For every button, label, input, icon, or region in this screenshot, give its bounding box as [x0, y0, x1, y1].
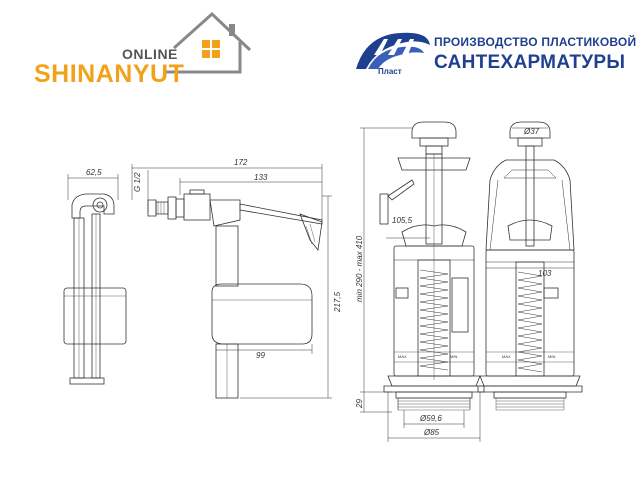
- dim-body: 103: [538, 269, 552, 278]
- dim-float-length: 99: [256, 351, 265, 360]
- dim-total-length: 172: [234, 158, 248, 167]
- drain-valve-section-view: [360, 121, 485, 442]
- mark-max-left: MAX: [398, 354, 407, 359]
- dim-diameter-inner: Ø59,6: [419, 414, 442, 423]
- house-logo-icon: [166, 11, 252, 74]
- mark-max-right: MAX: [502, 354, 511, 359]
- fill-valve-front-view: [131, 164, 332, 399]
- emblem-text: Пласт: [378, 67, 402, 76]
- mark-min-left: MIN: [450, 354, 457, 359]
- manufacturer-logo: Пласт ПРОИЗВОДСТВО ПЛАСТИКОВОЙ САНТЕХАРМ…: [352, 20, 637, 90]
- dim-height: 217,5: [333, 291, 342, 313]
- dim-thread: G 1/2: [133, 172, 142, 192]
- logo-online-text: ONLINE: [122, 46, 178, 62]
- manufacturer-line1: ПРОИЗВОДСТВО ПЛАСТИКОВОЙ: [434, 35, 637, 49]
- mark-min-right: MIN: [548, 354, 555, 359]
- manufacturer-emblem-icon: [356, 32, 430, 69]
- drain-valve-front-view: [477, 121, 583, 411]
- dim-button: Ø37: [523, 127, 540, 136]
- fill-valve-side-view: [63, 174, 127, 385]
- shinanyut-logo: ONLINE SHINANYUT: [26, 10, 256, 90]
- dim-arm-length: 133: [254, 173, 268, 182]
- dim-width-small: 62,5: [86, 168, 102, 177]
- dim-lower: 29: [355, 399, 364, 409]
- manufacturer-line2: САНТЕХАРМАТУРЫ: [434, 52, 626, 73]
- dim-diameter-outer: Ø85: [423, 428, 440, 437]
- dim-height-range: min 290 - max 410: [355, 235, 364, 302]
- dim-stroke: 105,5: [392, 216, 413, 225]
- logo-name-text: SHINANYUT: [34, 60, 185, 88]
